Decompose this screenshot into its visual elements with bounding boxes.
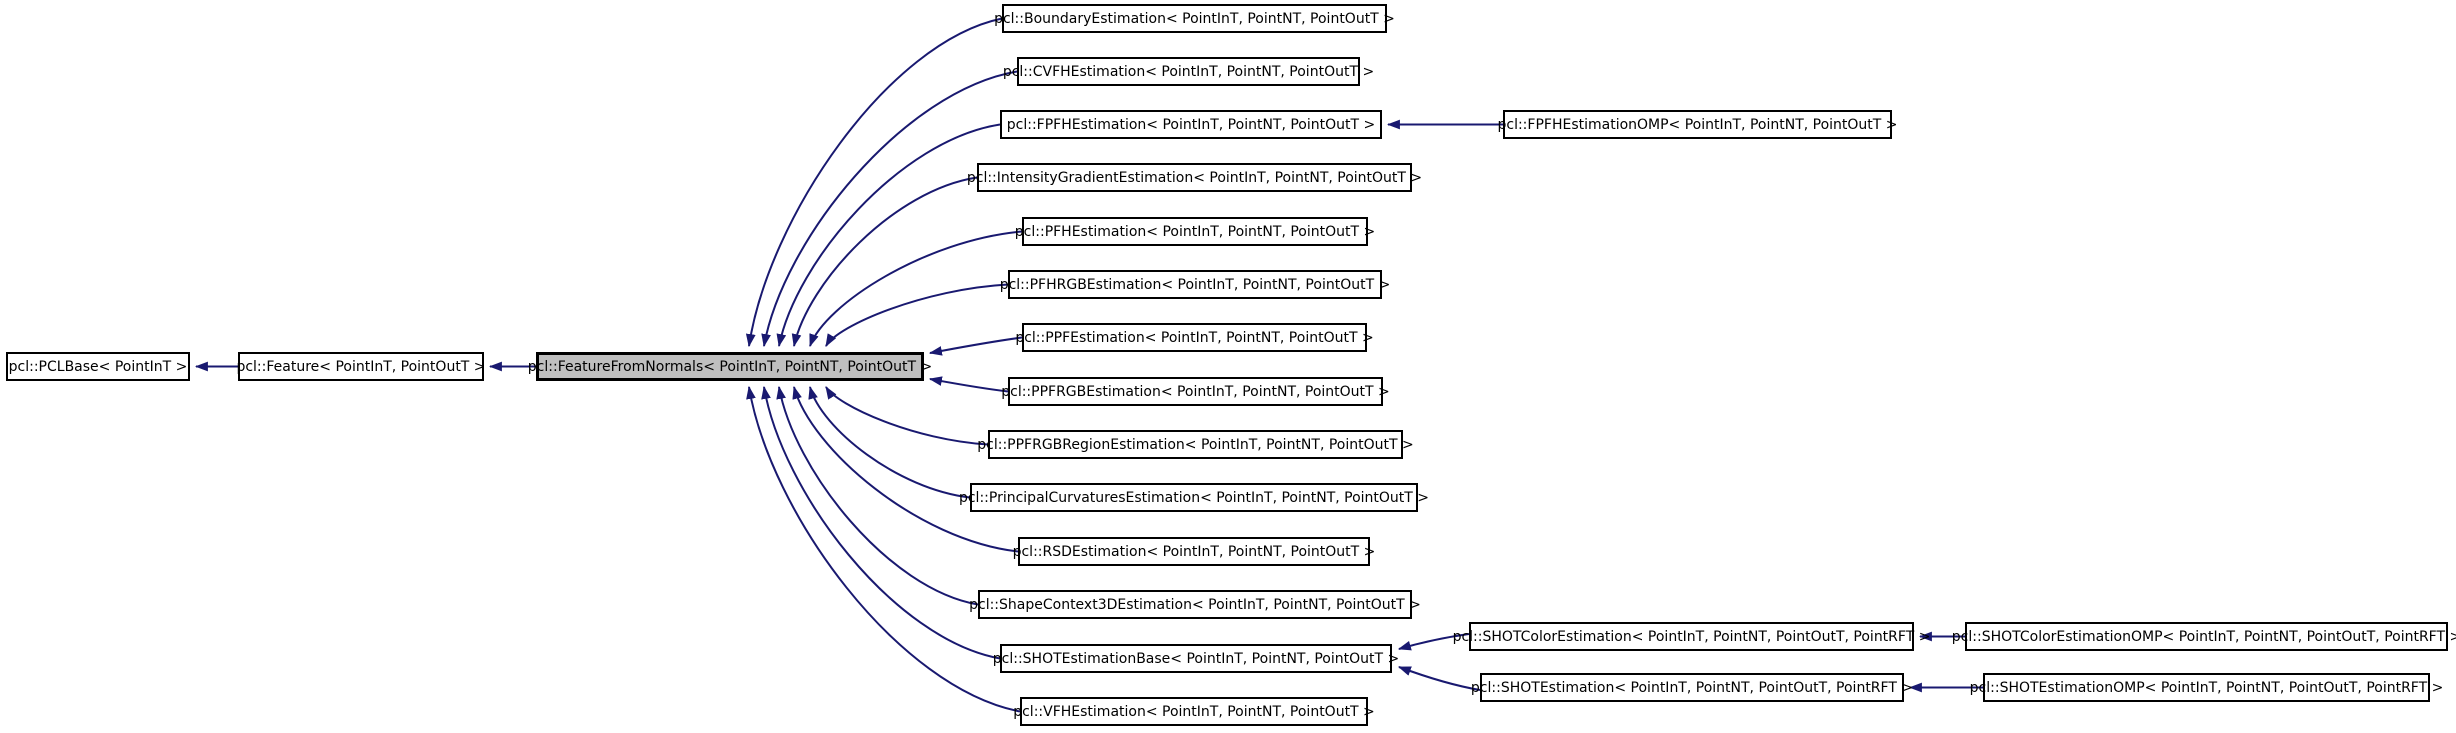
node-pcl-pfhrgbestimation[interactable]: pcl::PFHRGBEstimation< PointInT, PointNT… [1000,270,1390,299]
node-pcl-featurefromnormals: pcl::FeatureFromNormals< PointInT, Point… [528,352,932,381]
node-pcl-ppfrgbregionestimation[interactable]: pcl::PPFRGBRegionEstimation< PointInT, P… [977,430,1414,459]
node-pcl-shotestimationomp[interactable]: pcl::SHOTEstimationOMP< PointInT, PointN… [1970,673,2443,702]
node-pcl-boundaryestimation[interactable]: pcl::BoundaryEstimation< PointInT, Point… [994,4,1395,33]
node-pcl-shotestimation[interactable]: pcl::SHOTEstimation< PointInT, PointNT, … [1471,673,1913,702]
node-pcl-rsdestimation[interactable]: pcl::RSDEstimation< PointInT, PointNT, P… [1013,537,1375,566]
node-pcl-pclbase[interactable]: pcl::PCLBase< PointInT > [6,352,190,381]
node-pcl-fpfhestimationomp[interactable]: pcl::FPFHEstimationOMP< PointInT, PointN… [1497,110,1898,139]
node-pcl-feature[interactable]: pcl::Feature< PointInT, PointOutT > [236,352,486,381]
node-pcl-shotestimationbase[interactable]: pcl::SHOTEstimationBase< PointInT, Point… [993,644,1399,673]
node-pcl-pfhestimation[interactable]: pcl::PFHEstimation< PointInT, PointNT, P… [1015,217,1375,246]
node-pcl-shotcolorestimation[interactable]: pcl::SHOTColorEstimation< PointInT, Poin… [1453,622,1930,651]
node-pcl-shapecontext3destimation[interactable]: pcl::ShapeContext3DEstimation< PointInT,… [969,590,1421,619]
node-pcl-fpfhestimation[interactable]: pcl::FPFHEstimation< PointInT, PointNT, … [1000,110,1382,139]
node-pcl-vfhestimation[interactable]: pcl::VFHEstimation< PointInT, PointNT, P… [1013,697,1375,726]
node-pcl-shotcolorestimationomp[interactable]: pcl::SHOTColorEstimationOMP< PointInT, P… [1952,622,2456,651]
node-pcl-principalcurvaturesestimation[interactable]: pcl::PrincipalCurvaturesEstimation< Poin… [959,483,1429,512]
node-pcl-cvfhestimation[interactable]: pcl::CVFHEstimation< PointInT, PointNT, … [1003,57,1374,86]
node-pcl-ppfestimation[interactable]: pcl::PPFEstimation< PointInT, PointNT, P… [1015,323,1374,352]
node-pcl-intensitygradientestimation[interactable]: pcl::IntensityGradientEstimation< PointI… [967,163,1422,192]
node-pcl-ppfrgbestimation[interactable]: pcl::PPFRGBEstimation< PointInT, PointNT… [1001,377,1390,406]
